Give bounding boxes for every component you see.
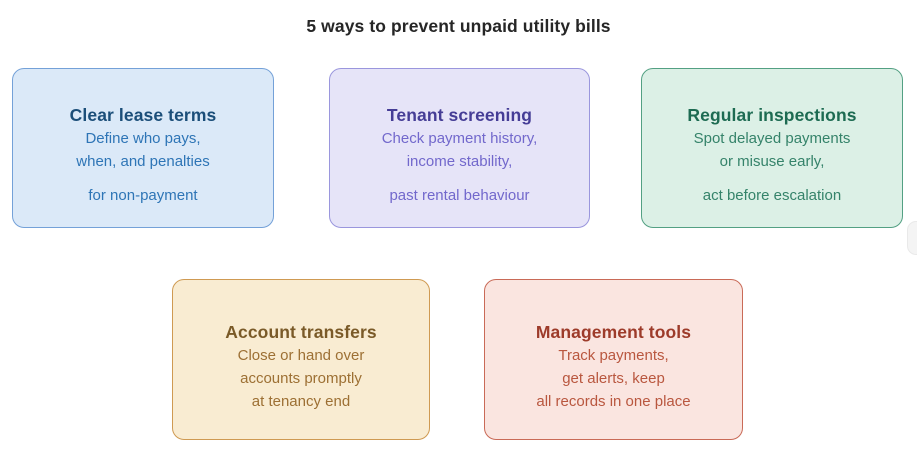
- card-title: Account transfers: [225, 322, 377, 342]
- card-body-line: Spot delayed payments: [693, 130, 851, 147]
- card-title: Clear lease terms: [69, 105, 217, 125]
- card-title: Tenant screening: [386, 105, 533, 125]
- card-body-line: get alerts, keep: [562, 370, 665, 387]
- card-body-line: accounts promptly: [240, 370, 362, 387]
- card-body-line: when, and penalties: [76, 153, 210, 170]
- card-title: Management tools: [535, 322, 692, 342]
- card-body-line: Track payments,: [558, 347, 669, 364]
- card-body-line: past rental behaviour: [389, 187, 530, 204]
- card-account-transfers: Account transfers Close or hand over acc…: [172, 279, 430, 440]
- card-title: Regular inspections: [687, 105, 857, 125]
- card-regular-inspections: Regular inspections Spot delayed payment…: [641, 68, 903, 228]
- card-clear-lease-terms: Clear lease terms Define who pays, when,…: [12, 68, 274, 228]
- card-body-line: Define who pays,: [85, 130, 201, 147]
- card-tenant-screening: Tenant screening Check payment history, …: [329, 68, 590, 228]
- card-body-line: at tenancy end: [251, 393, 351, 410]
- card-body-line: for non-payment: [88, 187, 198, 204]
- card-body-line: act before escalation: [702, 187, 842, 204]
- card-body-line: income stability,: [406, 153, 513, 170]
- card-body-line: Check payment history,: [381, 130, 538, 147]
- clipped-card-fragment: [907, 221, 917, 255]
- card-management-tools: Management tools Track payments, get ale…: [484, 279, 743, 440]
- card-body-line: Close or hand over: [237, 347, 365, 364]
- page-title: 5 ways to prevent unpaid utility bills: [306, 16, 611, 36]
- card-body-line: all records in one place: [536, 393, 691, 410]
- card-body-line: or misuse early,: [719, 153, 825, 170]
